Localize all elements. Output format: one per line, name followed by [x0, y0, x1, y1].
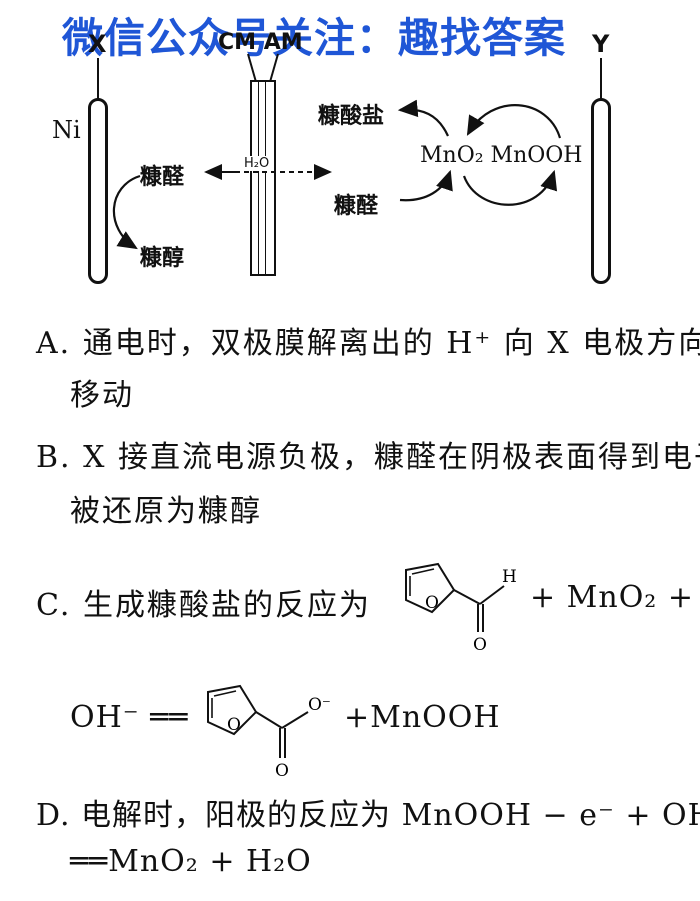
carboxylate-o: O⁻ [308, 695, 331, 715]
mediator-label: MnO₂ MnOOH [420, 143, 583, 168]
option-c-line2-prefix: OH⁻ ══ [70, 700, 189, 735]
anode-electrode [591, 98, 611, 284]
furfural-left-label: 糠醛 [140, 164, 185, 190]
option-b-line2: 被还原为糠醇 [70, 494, 262, 529]
furoate-ring-o: O [227, 715, 241, 735]
option-a-line2: 移动 [70, 378, 134, 413]
electrode-x-label: X [88, 30, 107, 58]
option-d-line2: ══MnO₂ + H₂O [70, 844, 312, 879]
electrode-x-lead [97, 58, 99, 100]
membrane-label: CM AM [218, 30, 303, 55]
electrode-y-lead [600, 58, 602, 100]
furoate-structure: O O⁻ O [207, 684, 331, 781]
furfuryl-alcohol-label: 糠醇 [140, 245, 185, 271]
nickel-electrode [88, 98, 108, 284]
carbonyl-o: O [473, 635, 487, 655]
option-a-line1: A. 通电时，双极膜解离出的 H⁺ 向 X 电极方向 [36, 326, 700, 361]
option-d-line1: D. 电解时，阳极的反应为 MnOOH − e⁻ + OH⁻ [36, 798, 700, 833]
electrode-y-label: Y [592, 30, 610, 58]
furoate-salt-label: 糠酸盐 [318, 103, 385, 129]
furfural-right-label: 糠醛 [334, 193, 379, 219]
watermark-text: 微信公众号关注：趣找答案 [62, 14, 566, 62]
ni-label: Ni [52, 116, 81, 144]
water-label: H₂O [244, 156, 270, 171]
option-c-line1-prefix: C. 生成糠酸盐的反应为 [36, 588, 371, 623]
bipolar-membrane [250, 80, 276, 276]
furan-ring-o: O [425, 593, 439, 613]
furoate-carbonyl-o: O [275, 761, 289, 781]
option-b-line1: B. X 接直流电源负极，糠醛在阴极表面得到电子 [36, 440, 700, 475]
option-c-line2-suffix: +MnOOH [344, 700, 501, 735]
membrane-leads [247, 53, 279, 83]
option-c-line1-suffix: + MnO₂ + [530, 580, 695, 615]
reaction-arrows [112, 99, 562, 250]
furfural-structure: O H O [405, 562, 517, 655]
aldehyde-h: H [502, 567, 517, 587]
